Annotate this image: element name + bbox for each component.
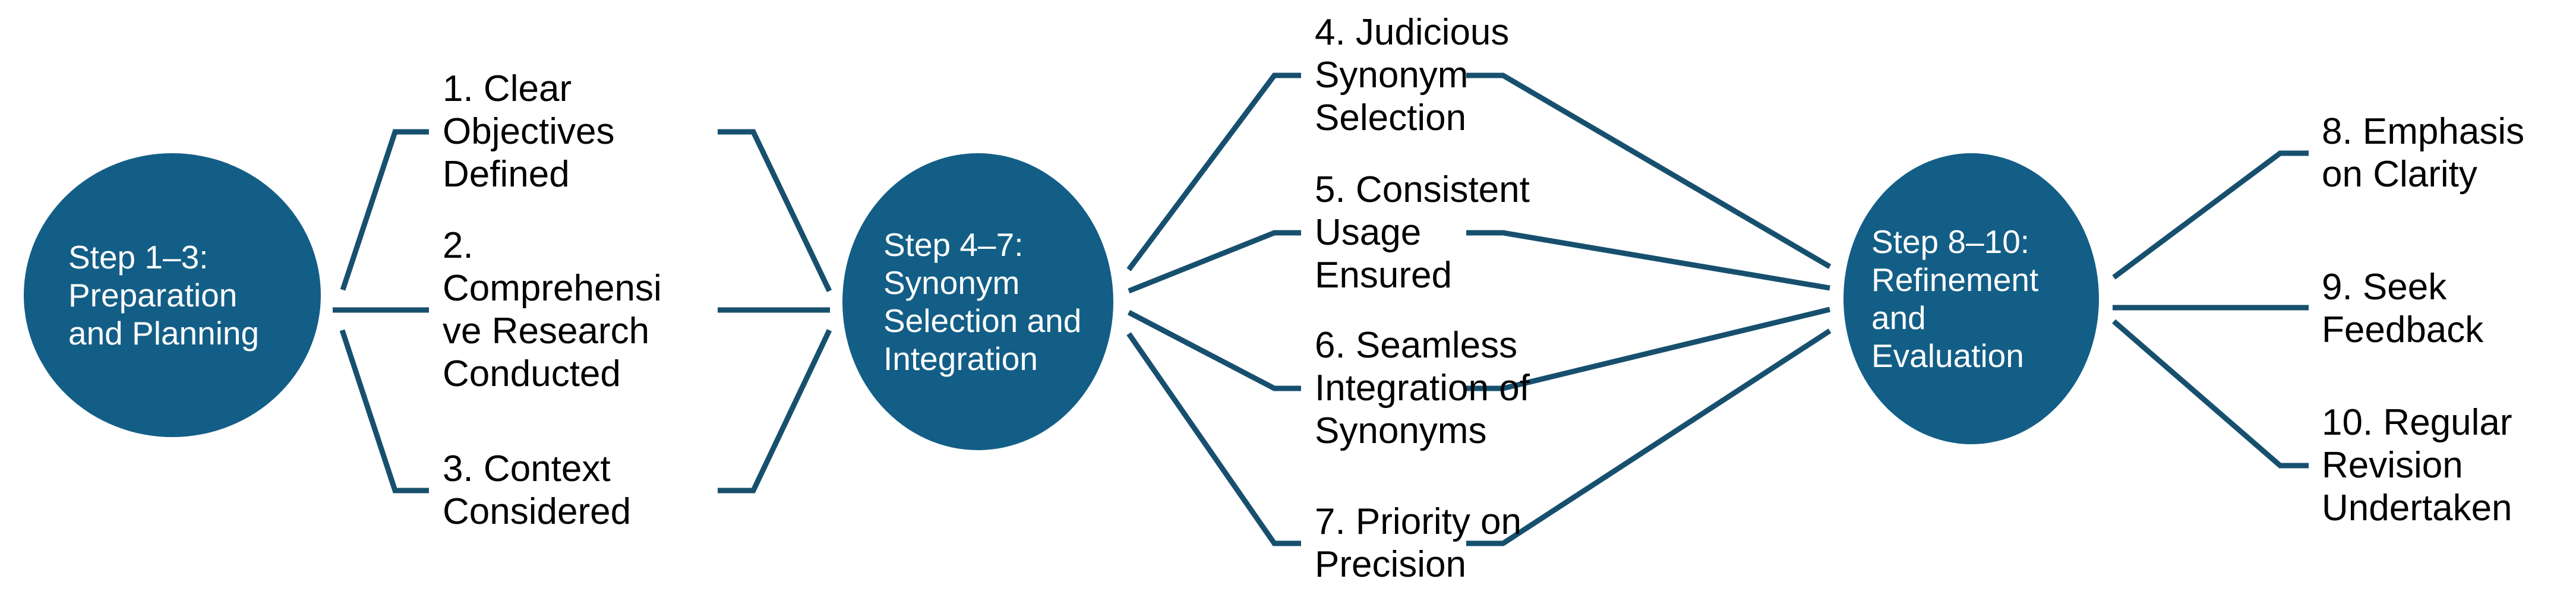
connector-circle1-item1: [340, 129, 429, 291]
step-label-1-line: 1. Clear: [443, 68, 572, 109]
connector-circle2-item5: [1128, 230, 1301, 294]
stage-circle-3-line: Step 8–10:: [1871, 223, 2030, 260]
connector-item4-circle3: [1466, 72, 1832, 269]
connector-item1-circle2: [718, 129, 832, 292]
step-label-7-line: 7. Priority on: [1315, 501, 1522, 542]
stage-circle-3: [1843, 153, 2099, 444]
stage-circle-2-line: Selection and: [883, 302, 1082, 339]
step-label-6-line: Integration of: [1315, 368, 1530, 409]
step-label-8-line: 8. Emphasis: [2322, 111, 2525, 152]
step-label-1: 1. Clear Objectives Defined: [443, 68, 614, 196]
step-label-5: 5. Consistent Usage Ensured: [1315, 169, 1530, 297]
step-label-2-line: Conducted: [443, 353, 621, 394]
step-label-5-line: 5. Consistent: [1315, 169, 1530, 210]
step-label-4: 4. Judicious Synonym Selection: [1315, 11, 1509, 140]
step-label-6-line: 6. Seamless: [1315, 325, 1518, 366]
step-label-5-line: Usage: [1315, 212, 1422, 253]
connector-circle2-item7: [1126, 332, 1301, 546]
stage-circle-2-line: Step 4–7:: [883, 226, 1024, 263]
connector-circle3-item8: [2112, 150, 2309, 280]
step-label-10: 10. Regular Revision Undertaken: [2322, 401, 2512, 530]
step-label-9-line: 9. Seek: [2322, 267, 2447, 308]
connector-item7-circle3: [1466, 328, 1832, 546]
connector-circle2-item6: [1127, 310, 1301, 391]
connector-item6-circle3: [1466, 306, 1831, 391]
step-label-3: 3. Context Considered: [443, 448, 631, 533]
step-label-2: 2. Comprehensi ve Research Conducted: [443, 224, 662, 396]
stage-circle-3-line: and: [1871, 299, 1926, 336]
connector-circle3-item10: [2112, 319, 2309, 469]
step-label-3-line: Considered: [443, 491, 632, 532]
connector-circle1-item3: [339, 329, 429, 494]
step-label-9-line: Feedback: [2322, 309, 2484, 350]
stage-circle-1-line: Preparation: [68, 277, 238, 314]
stage-circle-3-line: Refinement: [1871, 261, 2039, 298]
step-label-10-line: Undertaken: [2322, 488, 2512, 529]
step-label-10-line: 10. Regular: [2322, 402, 2512, 443]
step-label-1-line: Objectives: [443, 111, 615, 152]
connector-circle2-item4: [1126, 72, 1301, 271]
stage-circle-2-line: Integration: [883, 340, 1038, 377]
step-label-7: 7. Priority on Precision: [1315, 501, 1521, 586]
stage-circle-3-line: Evaluation: [1871, 337, 2024, 374]
step-label-1-line: Defined: [443, 154, 570, 195]
stage-circle-1: [24, 153, 321, 437]
step-label-6: 6. Seamless Integration of Synonyms: [1315, 324, 1530, 453]
step-label-9: 9. Seek Feedback: [2322, 266, 2483, 352]
step-label-8-line: on Clarity: [2322, 154, 2477, 195]
connector-item3-circle2: [718, 329, 832, 494]
step-label-2-line: Comprehensi: [443, 268, 662, 309]
step-label-8: 8. Emphasis on Clarity: [2322, 110, 2524, 196]
step-label-6-line: Synonyms: [1315, 410, 1487, 451]
step-label-7-line: Precision: [1315, 544, 1466, 585]
connector-item5-circle3: [1466, 230, 1830, 291]
step-label-4-line: Synonym: [1315, 55, 1469, 96]
step-label-3-line: 3. Context: [443, 448, 611, 489]
stage-circle-2-line: Synonym: [883, 264, 1020, 301]
stage-circle-3-title: Step 8–10: Refinement and Evaluation: [1871, 223, 2038, 375]
step-label-2-line: ve Research: [443, 311, 650, 352]
stage-circle-1-title: Step 1–3: Preparation and Planning: [68, 238, 259, 352]
step-label-4-line: Selection: [1315, 97, 1467, 138]
stage-circle-1-line: and Planning: [68, 315, 260, 352]
stage-circle-2-title: Step 4–7: Synonym Selection and Integrat…: [883, 226, 1081, 378]
step-label-4-line: 4. Judicious: [1315, 12, 1510, 53]
step-label-2-line: 2.: [443, 225, 473, 266]
stage-circle-1-line: Step 1–3:: [68, 239, 209, 276]
step-label-5-line: Ensured: [1315, 255, 1452, 296]
stage-circle-2: [842, 153, 1113, 450]
step-label-10-line: Revision: [2322, 445, 2463, 486]
